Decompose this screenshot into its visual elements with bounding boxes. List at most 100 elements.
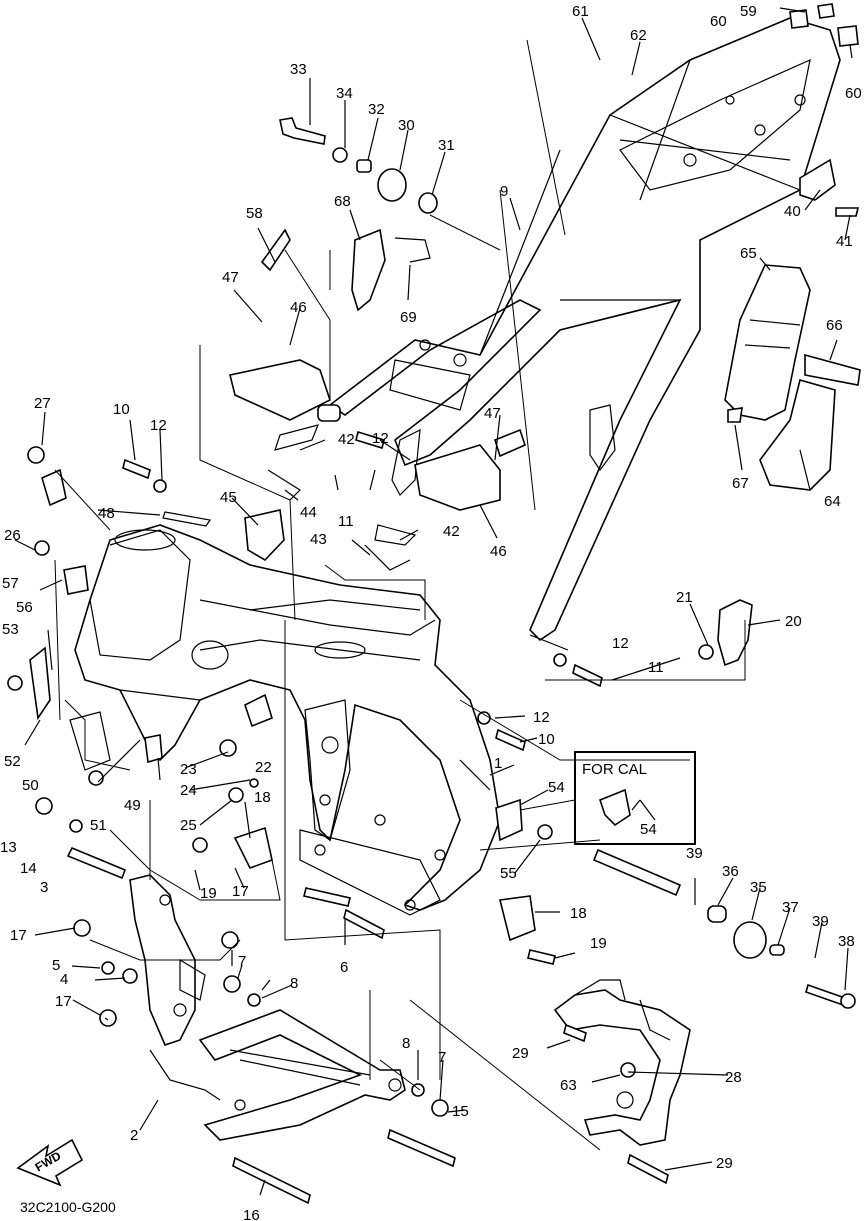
callout-17b: 17 (232, 883, 249, 900)
callout-53: 53 (2, 621, 19, 638)
callout-56: 56 (16, 599, 33, 616)
callout-25: 25 (180, 817, 197, 834)
diagram-code: 32C2100-G200 (20, 1199, 116, 1215)
callout-57: 57 (2, 575, 19, 592)
right-side-brackets-drawing (698, 3, 860, 667)
callout-22: 22 (255, 759, 272, 776)
fwd-arrow-icon: FWD (16, 1138, 84, 1187)
callout-7a: 7 (238, 953, 246, 970)
callout-51: 51 (90, 817, 107, 834)
callout-23: 23 (180, 761, 197, 778)
callout-69: 69 (400, 309, 417, 326)
callout-38: 38 (838, 933, 855, 950)
assembly-lines (54, 39, 746, 1151)
callout-54b: 54 (640, 821, 657, 838)
callout-18b: 18 (570, 905, 587, 922)
callout-54a: 54 (548, 779, 565, 796)
callout-20: 20 (785, 613, 802, 630)
upper-hardware-drawing (260, 117, 438, 312)
callout-61: 61 (572, 3, 589, 20)
callout-59: 59 (740, 3, 757, 20)
callout-8b: 8 (402, 1035, 410, 1052)
callout-8a: 8 (290, 975, 298, 992)
callout-60b: 60 (845, 85, 862, 102)
callout-42b: 42 (443, 523, 460, 540)
callout-42a: 42 (338, 431, 355, 448)
callout-29a: 29 (512, 1045, 529, 1062)
right-hardware-drawing (122, 359, 669, 1185)
leader-lines (14, 7, 853, 1196)
callout-67: 67 (732, 475, 749, 492)
callout-31: 31 (438, 137, 455, 154)
callout-55: 55 (500, 865, 517, 882)
callout-43: 43 (310, 531, 327, 548)
lower-frame-drawing (129, 874, 406, 1141)
callout-29b: 29 (716, 1155, 733, 1172)
callout-11a: 11 (338, 513, 354, 530)
callout-62: 62 (630, 27, 647, 44)
callout-19b: 19 (590, 935, 607, 952)
callout-44: 44 (300, 504, 317, 521)
callout-24: 24 (180, 782, 197, 799)
callout-4: 4 (60, 971, 68, 988)
callout-65: 65 (740, 245, 757, 262)
callout-15: 15 (452, 1103, 469, 1120)
callout-16: 16 (243, 1207, 260, 1221)
for-cal-inset (574, 751, 696, 845)
callout-45: 45 (220, 489, 237, 506)
callout-7b: 7 (438, 1049, 446, 1066)
callout-39a: 39 (686, 845, 703, 862)
callout-3: 3 (40, 879, 48, 896)
callout-17a: 17 (10, 927, 27, 944)
callout-18a: 18 (254, 789, 271, 806)
callout-26: 26 (4, 527, 21, 544)
callout-10b: 10 (538, 731, 555, 748)
callout-68: 68 (334, 193, 351, 210)
callout-12a: 12 (150, 417, 167, 434)
callout-58: 58 (246, 205, 263, 222)
callout-1: 1 (494, 755, 502, 772)
callout-6: 6 (340, 959, 348, 976)
callout-10a: 10 (113, 401, 130, 418)
callout-11b: 11 (648, 659, 664, 676)
callout-28: 28 (725, 1069, 742, 1086)
callout-46b: 46 (490, 543, 507, 560)
callout-17c: 17 (55, 993, 72, 1010)
callout-2: 2 (130, 1127, 138, 1144)
callout-12c: 12 (612, 635, 629, 652)
callout-32: 32 (368, 101, 385, 118)
callout-60a: 60 (710, 13, 727, 30)
callout-21: 21 (676, 589, 693, 606)
callout-47b: 47 (484, 405, 501, 422)
callout-12b: 12 (372, 430, 389, 447)
left-hardware-drawing (35, 797, 456, 1205)
callout-36: 36 (722, 863, 739, 880)
callout-41: 41 (836, 233, 853, 250)
callout-37: 37 (782, 899, 799, 916)
rear-bracket-drawing (553, 979, 691, 1146)
pivot-shaft-drawing (592, 848, 856, 1009)
callout-40: 40 (784, 203, 801, 220)
callout-63: 63 (560, 1077, 577, 1094)
callout-46a: 46 (290, 299, 307, 316)
rear-cover-drawing (724, 264, 861, 491)
callout-64: 64 (824, 493, 841, 510)
callout-9: 9 (500, 183, 508, 200)
callout-49: 49 (124, 797, 141, 814)
callout-39b: 39 (812, 913, 829, 930)
callout-35: 35 (750, 879, 767, 896)
callout-14: 14 (20, 860, 37, 877)
callout-48: 48 (98, 505, 115, 522)
callout-47a: 47 (222, 269, 239, 286)
main-frame-drawing (74, 524, 501, 916)
callout-52: 52 (4, 753, 21, 770)
for-cal-label: FOR CAL (582, 761, 647, 778)
callout-12d: 12 (533, 709, 550, 726)
callout-30: 30 (398, 117, 415, 134)
callout-labels: 1 2 3 4 5 6 7 7 8 8 9 10 10 11 11 12 12 … (0, 3, 862, 1221)
callout-33: 33 (290, 61, 307, 78)
callout-13: 13 (0, 839, 17, 856)
callout-34: 34 (336, 85, 353, 102)
rear-subframe-drawing (317, 17, 841, 642)
